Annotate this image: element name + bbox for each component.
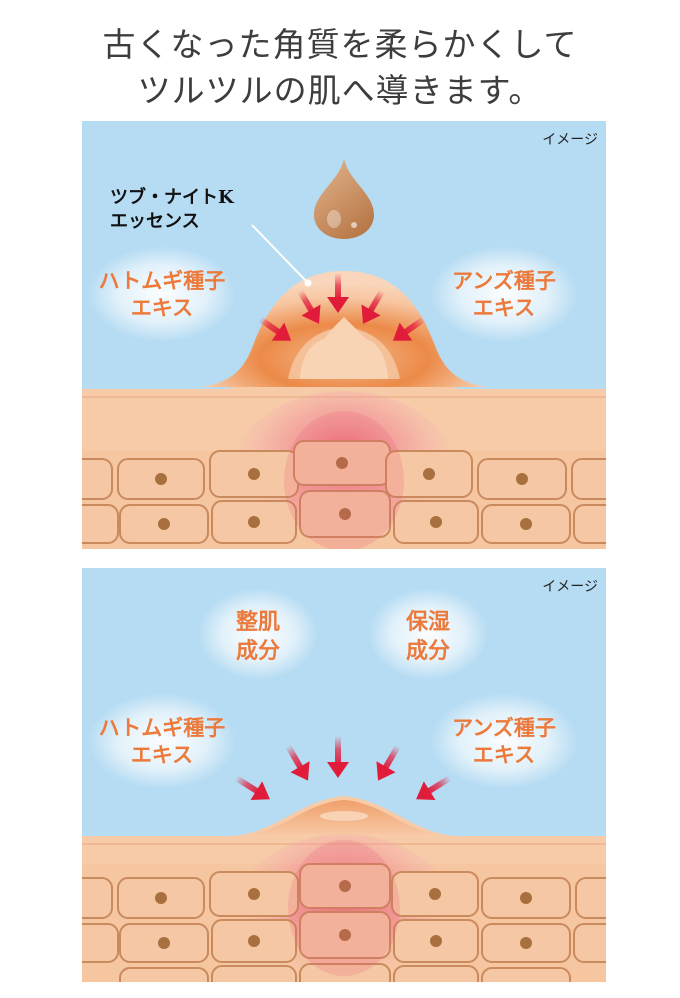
conditioning-ingredient-line-2: 成分 [236, 638, 280, 664]
right-ingredient-line-2: エキス [473, 742, 535, 767]
essence-droplet-icon [314, 158, 374, 239]
essence-pointer-line [251, 224, 309, 284]
panel-after-illustration: イメージ 整肌 成分 保湿 成分 ハトムギ種子 エキス アンズ種子 エキス [82, 568, 606, 982]
panel-after: イメージ 整肌 成分 保湿 成分 ハトムギ種子 エキス アンズ種子 エキス [82, 568, 606, 982]
cell-nuclei [155, 457, 532, 530]
softened-core [300, 317, 388, 379]
right-label-glow [430, 246, 578, 342]
headline: 古くなった角質を柔らかくして ツルツルの肌へ導きます。 [0, 22, 680, 114]
image-tag: イメージ [542, 132, 598, 148]
right-ingredient-line-1: アンズ種子 [452, 268, 556, 293]
panel-before: イメージ ツブ・ナイトK エッセンス ハトムギ種子 エキス アンズ種子 エキス [82, 121, 606, 549]
left-ingredient-line-2: エキス [131, 742, 193, 767]
essence-label-line-1: ツブ・ナイトK [110, 186, 235, 208]
right-ingredient-line-1: アンズ種子 [452, 715, 556, 740]
headline-line-1: 古くなった角質を柔らかくして [102, 25, 578, 64]
cell-row-3 [119, 963, 571, 982]
penetration-arrows [258, 273, 426, 341]
moisturizing-ingredient-line-2: 成分 [406, 638, 450, 664]
image-tag: イメージ [542, 579, 598, 595]
left-ingredient-line-1: ハトムギ種子 [99, 268, 226, 293]
cell-nuclei [155, 880, 532, 949]
right-ingredient-line-2: エキス [473, 295, 535, 320]
conditioning-ingredient-line-1: 整肌 [236, 609, 280, 635]
penetration-arrows [234, 736, 452, 801]
moisturizing-ingredient-line-1: 保湿 [405, 609, 450, 635]
cell-row-2 [82, 911, 606, 963]
left-ingredient-line-1: ハトムギ種子 [99, 715, 226, 740]
panel-before-illustration: イメージ ツブ・ナイトK エッセンス ハトムギ種子 エキス アンズ種子 エキス [82, 121, 606, 549]
essence-label-line-2: エッセンス [110, 211, 200, 232]
left-ingredient-line-2: エキス [131, 295, 193, 320]
left-label-glow [88, 246, 236, 342]
headline-line-2: ツルツルの肌へ導きます。 [137, 71, 543, 110]
